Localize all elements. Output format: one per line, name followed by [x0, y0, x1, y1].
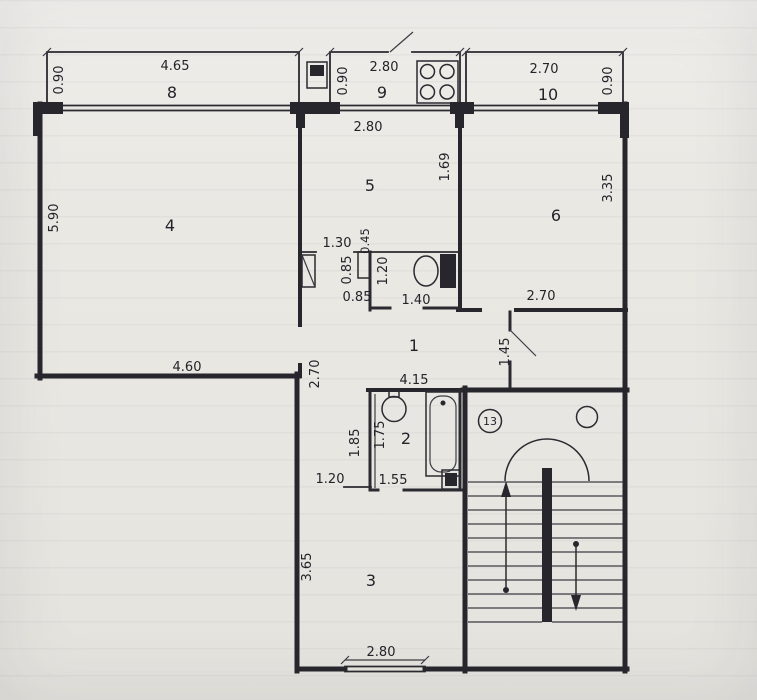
room-label-balcony10: 10	[538, 85, 558, 104]
dim-room6-inner: 3.35	[601, 174, 616, 203]
niche-stub	[357, 251, 371, 279]
dim-niche-width: 1.30	[323, 236, 352, 251]
dim-duct-width: 0.85	[343, 290, 372, 305]
dim-room6-width: 2.70	[527, 289, 556, 304]
room-label-room6: 6	[551, 206, 561, 225]
room-label-hall: 1	[409, 336, 419, 355]
washer-icon	[441, 469, 461, 490]
dim-vestibule-depth: 1.45	[498, 338, 513, 367]
stair-divider	[542, 468, 552, 622]
dim-hall-depth: 2.70	[308, 360, 323, 389]
balcony-10: 2.70 10 0.90	[461, 47, 628, 109]
room-label-balcony9: 9	[377, 83, 387, 102]
bottom-window-dimension: 2.80	[340, 645, 430, 665]
sink-icon	[381, 390, 407, 423]
labels: 2.80 5 1.69 4 5.90 4.60 6 3.35 2.70 1.30…	[47, 120, 616, 590]
dim-corridor-width: 1.20	[316, 472, 345, 487]
stair-badge-label: 13	[483, 415, 497, 428]
dim-bath-outer-depth: 1.85	[348, 429, 363, 458]
dim-hall-length: 4.15	[400, 373, 429, 388]
dim-bath-inner-depth: 1.75	[373, 421, 388, 450]
bathtub-icon	[425, 391, 461, 477]
stair-badge-circle	[477, 408, 503, 434]
top-wall-piers	[33, 102, 629, 138]
room-label-room3: 3	[366, 571, 376, 590]
balcony-9: 0.90 2.80 9	[325, 31, 465, 109]
dim-niche-depth: 0.45	[358, 228, 372, 254]
balcony-door-leaf	[389, 31, 414, 53]
dim-kitchen-inner: 1.69	[438, 153, 453, 182]
top-wall-windows	[61, 104, 601, 112]
dim-balcony10-depth: 0.90	[601, 67, 616, 96]
dim-balcony8-width: 4.65	[161, 59, 190, 74]
stair-turn-rail	[504, 438, 590, 482]
duct-shaft	[301, 254, 316, 288]
interior-walls	[298, 110, 630, 674]
stairwell: 13	[468, 405, 623, 623]
stair-up-arrow	[501, 481, 511, 593]
dim-balcony10-width: 2.70	[530, 62, 559, 77]
room-label-kitchen: 5	[365, 176, 375, 195]
room-label-bath: 2	[401, 429, 411, 448]
stair-landing-circle	[575, 405, 599, 429]
dim-duct-height: 0.85	[340, 256, 355, 285]
dim-bath-width: 1.55	[379, 473, 408, 488]
toilet-icon	[413, 254, 456, 288]
dim-room4-width: 4.60	[173, 360, 202, 375]
dim-kitchen-width: 2.80	[354, 120, 383, 135]
dim-balcony9-depth: 0.90	[336, 67, 351, 96]
dim-balcony9-width: 2.80	[370, 60, 399, 75]
dim-wc-height: 1.20	[376, 257, 391, 286]
stair-down-arrow	[571, 541, 581, 611]
room-label-balcony8: 8	[167, 83, 177, 102]
stove-icon	[416, 60, 459, 104]
dim-wc-width: 1.40	[402, 293, 431, 308]
balcony-8: 0.90 4.65 8	[42, 47, 304, 109]
dim-room3-window: 2.80	[367, 645, 396, 660]
dim-room4-depth: 5.90	[47, 204, 62, 233]
entry-door-leaf	[509, 329, 537, 357]
dim-balcony8-depth: 0.90	[52, 66, 67, 95]
electric-panel-icon	[306, 61, 328, 89]
room-label-room4: 4	[165, 216, 175, 235]
dim-room3-depth: 3.65	[300, 553, 315, 582]
